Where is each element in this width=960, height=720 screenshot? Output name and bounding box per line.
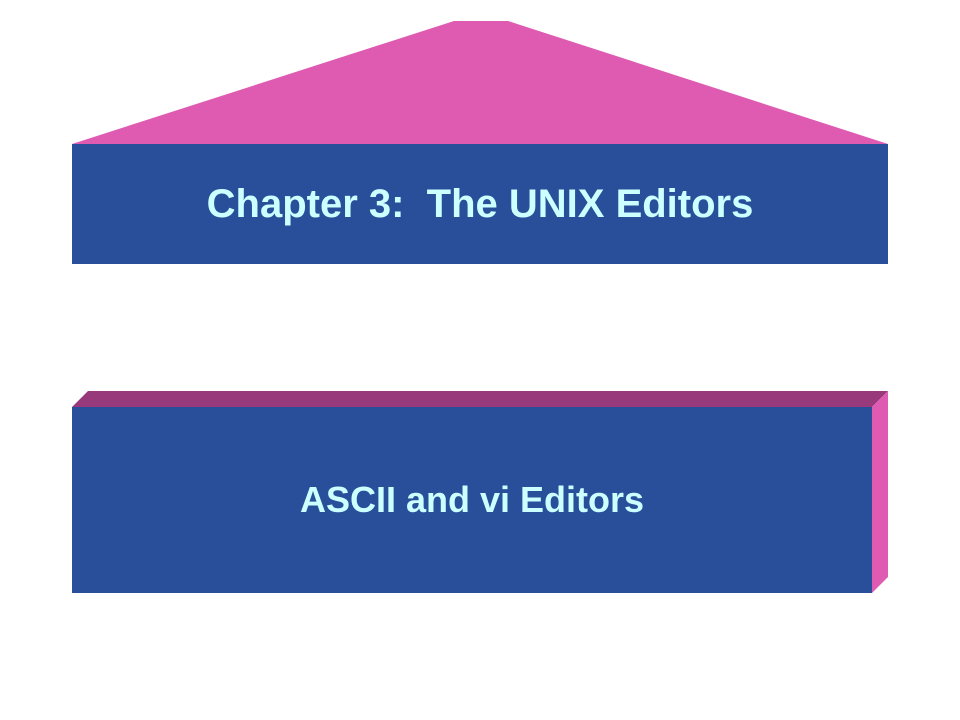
title-band [72, 144, 888, 264]
box-side-bevel [872, 391, 888, 593]
roof-shape [72, 21, 888, 144]
box-front-face [72, 407, 872, 593]
box-top-bevel [72, 391, 888, 407]
slide-title: Chapter 3: The UNIX Editors [206, 182, 754, 226]
slide-subtitle: ASCII and vi Editors [299, 479, 645, 520]
